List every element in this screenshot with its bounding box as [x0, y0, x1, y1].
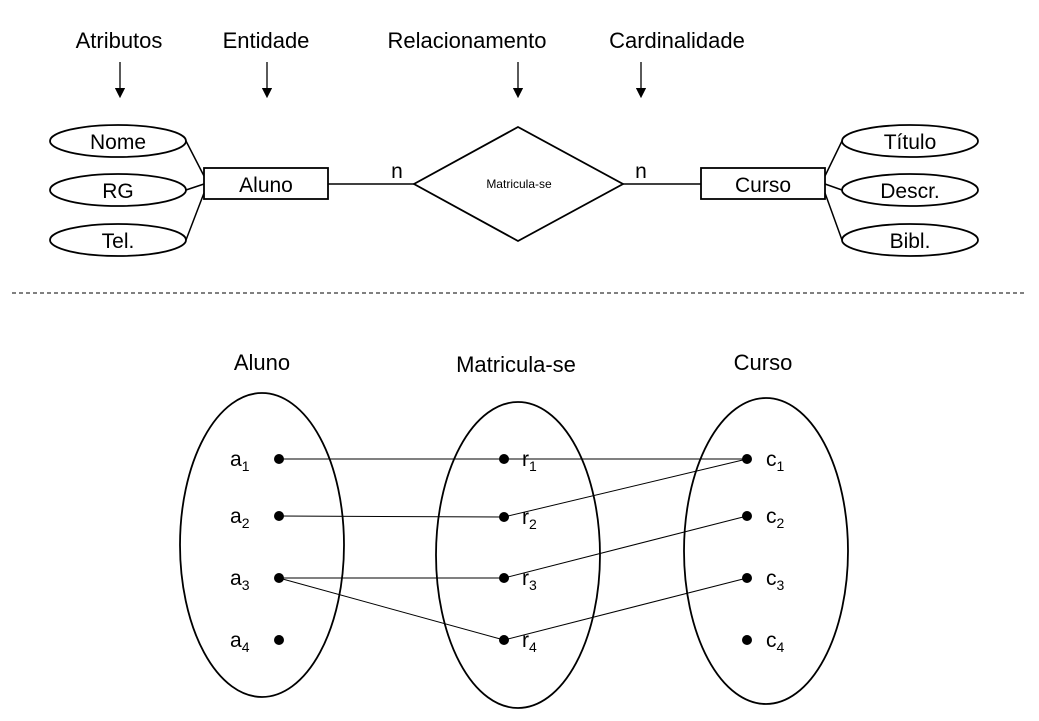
element-base-r1: r: [522, 448, 529, 471]
element-label-a1: a1: [230, 448, 250, 474]
element-dot-r3: [499, 573, 509, 583]
set-ellipse-aluno: [179, 392, 345, 698]
set-ellipse-curso: [683, 397, 849, 705]
connector-tel: [185, 192, 205, 241]
connector-rg: [185, 183, 205, 191]
element-dot-a4: [274, 635, 284, 645]
attr-ellipse-bibl: [841, 223, 979, 257]
element-base-c1: c: [766, 448, 777, 471]
element-base-r3: r: [522, 567, 529, 590]
header-atributos: Atributos: [76, 28, 163, 53]
element-label-r4: r4: [522, 629, 537, 655]
cardinality-right: n: [635, 160, 647, 183]
connector-descr: [824, 183, 843, 191]
element-dot-c2: [742, 511, 752, 521]
element-sub-c3: 3: [777, 577, 785, 593]
element-base-a2: a: [230, 505, 242, 528]
attr-label-bibl: Bibl.: [890, 230, 931, 253]
attr-label-tel: Tel.: [102, 230, 135, 253]
element-base-r2: r: [522, 506, 529, 529]
attr-label-titulo: Título: [884, 131, 937, 154]
element-dot-c4: [742, 635, 752, 645]
element-label-r3: r3: [522, 567, 537, 593]
header-entidade: Entidade: [223, 28, 310, 53]
connector-bibl: [824, 192, 843, 241]
element-dot-c3: [742, 573, 752, 583]
mapping-line-r3-c2: [503, 515, 748, 579]
attr-ellipse-titulo: [841, 124, 979, 158]
element-base-r4: r: [522, 629, 529, 652]
element-dot-r4: [499, 635, 509, 645]
element-sub-c2: 2: [777, 515, 785, 531]
element-label-c2: c2: [766, 505, 785, 531]
mapping-line-r4-c3: [503, 577, 748, 641]
element-sub-c1: 1: [777, 458, 785, 474]
header-cardinalidade: Cardinalidade: [609, 28, 745, 53]
element-label-a3: a3: [230, 567, 250, 593]
mapping-line-r2-c1: [503, 458, 748, 518]
element-sub-c4: 4: [777, 639, 785, 655]
set-title-matricula: Matricula-se: [456, 352, 576, 377]
element-label-a4: a4: [230, 629, 250, 655]
element-sub-a3: 3: [242, 577, 250, 593]
set-title-aluno: Aluno: [234, 350, 290, 375]
element-base-a3: a: [230, 567, 242, 590]
element-base-c2: c: [766, 505, 777, 528]
element-sub-r2: 2: [529, 516, 537, 532]
element-base-a4: a: [230, 629, 242, 652]
element-sub-r4: 4: [529, 639, 537, 655]
element-label-a2: a2: [230, 505, 250, 531]
element-base-c4: c: [766, 629, 777, 652]
element-dot-r2: [499, 512, 509, 522]
entity-curso: [700, 167, 826, 200]
cardinality-left: n: [391, 160, 403, 183]
mapping-line-a3-r4: [278, 577, 505, 641]
element-dot-a1: [274, 454, 284, 464]
element-sub-r3: 3: [529, 577, 537, 593]
element-sub-a1: 1: [242, 458, 250, 474]
entity-aluno-label: Aluno: [239, 174, 293, 197]
attr-ellipse-descr: [841, 173, 979, 207]
element-dot-a3: [274, 573, 284, 583]
element-base-c3: c: [766, 567, 777, 590]
attr-label-rg: RG: [102, 180, 134, 203]
mapping-lines: [278, 458, 748, 641]
connector-nome: [185, 140, 205, 177]
set-title-curso: Curso: [734, 350, 793, 375]
element-dot-r1: [499, 454, 509, 464]
mapping-line-a2-r2: [278, 515, 505, 518]
header-relacionamento: Relacionamento: [388, 28, 547, 53]
element-label-c1: c1: [766, 448, 785, 474]
element-sub-a4: 4: [242, 639, 250, 655]
attr-label-nome: Nome: [90, 131, 146, 154]
element-sub-r1: 1: [529, 458, 537, 474]
element-sub-a2: 2: [242, 515, 250, 531]
element-dot-c1: [742, 454, 752, 464]
relationship-diamond: [412, 125, 625, 243]
element-label-c4: c4: [766, 629, 785, 655]
set-ellipse-matricula: [435, 401, 601, 709]
element-label-c3: c3: [766, 567, 785, 593]
relationship-label: Matricula-se: [486, 177, 552, 191]
element-label-r1: r1: [522, 448, 537, 474]
element-base-a1: a: [230, 448, 242, 471]
connector-titulo: [824, 140, 843, 177]
attr-label-descr: Descr.: [880, 180, 940, 203]
element-label-r2: r2: [522, 506, 537, 532]
entity-curso-label: Curso: [735, 174, 791, 197]
element-dot-a2: [274, 511, 284, 521]
